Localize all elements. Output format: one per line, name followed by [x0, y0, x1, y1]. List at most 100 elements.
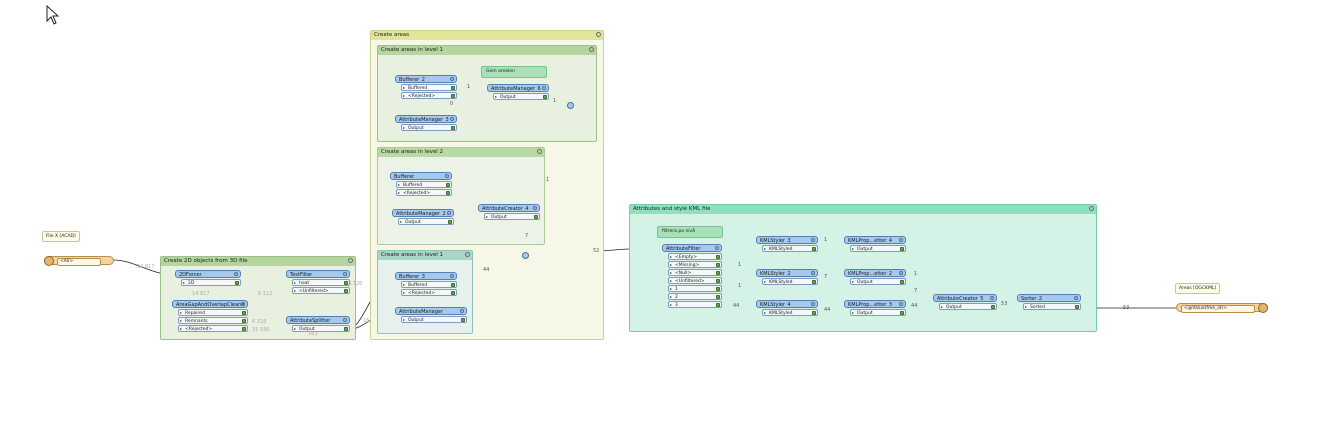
transformer-bufferer-2[interactable]: Bufferer_2 Buffered <Rejected> [395, 75, 457, 99]
output-port[interactable]: KMLStyled [762, 278, 818, 285]
transformer-title[interactable]: KMLProp...etter_2 [844, 269, 906, 277]
transformer-sorter-2[interactable]: Sorter_2 Sorted [1017, 294, 1081, 310]
transformer-attributecreator-5[interactable]: AttributeCreator_5 Output [933, 294, 997, 310]
transformer-attributesplitter[interactable]: AttributeSplitter Output [286, 316, 350, 332]
transformer-title[interactable]: AreaGapAndOverlapCleane [172, 300, 248, 308]
gear-icon[interactable] [899, 271, 903, 275]
transformer-kmlpropertysetter-4[interactable]: KMLProp...etter_4 Output [844, 236, 906, 252]
gear-icon[interactable] [899, 238, 903, 242]
gear-icon[interactable] [450, 274, 454, 278]
output-port[interactable]: Remnants [178, 317, 248, 324]
gear-icon[interactable] [811, 271, 815, 275]
inspect-icon[interactable] [715, 286, 720, 291]
inspect-icon[interactable] [715, 270, 720, 275]
transformer-title[interactable]: Bufferer [390, 172, 452, 180]
transformer-title[interactable]: AttributeManager_6 [487, 84, 549, 92]
inspect-icon[interactable] [447, 219, 452, 224]
inspect-icon[interactable] [241, 326, 246, 331]
gear-icon[interactable] [241, 302, 245, 306]
gear-icon[interactable] [343, 272, 347, 276]
output-port[interactable]: <Rejected> [178, 325, 248, 332]
transformer-title[interactable]: AttributeCreator_4 [478, 204, 540, 212]
inspect-icon[interactable] [715, 294, 720, 299]
gear-icon[interactable] [533, 206, 537, 210]
output-port[interactable]: Output [484, 213, 540, 220]
output-port[interactable]: <Missing> [668, 261, 722, 268]
transformer-areagap[interactable]: AreaGapAndOverlapCleane Repaired Remnant… [172, 300, 248, 332]
output-port[interactable]: KMLStyled [762, 309, 818, 316]
transformer-attributemanager-2[interactable]: AttributeManager_2 Output [392, 209, 454, 225]
output-port[interactable]: <Rejected> [396, 189, 452, 196]
collapse-icon[interactable] [589, 47, 594, 52]
transformer-kmlstyler-2[interactable]: KMLStyler_2 KMLStyled [756, 269, 818, 285]
gear-icon[interactable] [715, 246, 719, 250]
output-port[interactable]: Output [939, 303, 997, 310]
output-port[interactable]: Output [850, 309, 906, 316]
transformer-title[interactable]: AttributeManager_3 [395, 115, 457, 123]
inspect-icon[interactable] [533, 214, 538, 219]
inspect-icon[interactable] [811, 310, 816, 315]
transformer-kmlstyler-4[interactable]: KMLStyler_4 KMLStyled [756, 300, 818, 316]
collapse-icon[interactable] [537, 149, 542, 154]
bookmark-areas-level-2[interactable]: Create areas in level 2 [377, 147, 545, 245]
transformer-title[interactable]: Bufferer_3 [395, 272, 457, 280]
inspect-icon[interactable] [445, 190, 450, 195]
inspect-icon[interactable] [241, 318, 246, 323]
output-port[interactable]: <Unfiltered> [668, 277, 722, 284]
transformer-title[interactable]: 2DForcer [175, 270, 241, 278]
inspect-icon[interactable] [811, 246, 816, 251]
transformer-title[interactable]: Sorter_2 [1017, 294, 1081, 302]
annotation-filtrera[interactable]: filtrera pa nivå [657, 226, 723, 238]
gear-icon[interactable] [811, 238, 815, 242]
junction[interactable] [567, 102, 574, 109]
inspect-icon[interactable] [715, 302, 720, 307]
transformer-title[interactable]: KMLStyler_2 [756, 269, 818, 277]
output-port[interactable]: KMLStyled [762, 245, 818, 252]
transformer-title[interactable]: AttributeCreator_5 [933, 294, 997, 302]
gear-icon[interactable] [447, 211, 451, 215]
gear-icon[interactable] [445, 174, 449, 178]
gear-icon[interactable] [460, 309, 464, 313]
inspect-icon[interactable] [715, 278, 720, 283]
inspect-icon[interactable] [542, 94, 547, 99]
inspect-icon[interactable] [450, 125, 455, 130]
gear-icon[interactable] [343, 318, 347, 322]
output-port[interactable]: 2 [668, 293, 722, 300]
inspect-icon[interactable] [343, 280, 348, 285]
gear-icon[interactable] [899, 302, 903, 306]
transformer-kmlpropertysetter-2[interactable]: KMLProp...etter_2 Output [844, 269, 906, 285]
reader-feature-type[interactable]: <All> [44, 256, 114, 266]
inspect-icon[interactable] [899, 279, 904, 284]
transformer-title[interactable]: TestFilter [286, 270, 350, 278]
output-port[interactable]: 2D [181, 279, 241, 286]
transformer-attributecreator-4[interactable]: AttributeCreator_4 Output [478, 204, 540, 220]
junction[interactable] [522, 252, 529, 259]
gear-icon[interactable] [234, 272, 238, 276]
output-port[interactable]: Output [292, 325, 350, 332]
inspect-icon[interactable] [899, 310, 904, 315]
transformer-title[interactable]: Bufferer_2 [395, 75, 457, 83]
inspect-icon[interactable] [450, 290, 455, 295]
output-port[interactable]: 1 [668, 285, 722, 292]
inspect-icon[interactable] [1074, 304, 1079, 309]
inspect-icon[interactable] [450, 93, 455, 98]
inspect-icon[interactable] [445, 182, 450, 187]
inspect-icon[interactable] [234, 280, 239, 285]
inspect-icon[interactable] [450, 282, 455, 287]
transformer-title[interactable]: KMLProp...etter_3 [844, 300, 906, 308]
transformer-title[interactable]: KMLProp...etter_4 [844, 236, 906, 244]
output-port[interactable]: <Rejected> [401, 92, 457, 99]
collapse-icon[interactable] [1089, 206, 1094, 211]
gear-icon[interactable] [811, 302, 815, 306]
transformer-2dforcer[interactable]: 2DForcer 2D [175, 270, 241, 286]
reader-port[interactable]: <All> [57, 257, 101, 266]
output-port[interactable]: Output [401, 124, 457, 131]
transformer-kmlpropertysetter-3[interactable]: KMLProp...etter_3 Output [844, 300, 906, 316]
transformer-bufferer-3[interactable]: Bufferer_3 Buffered <Rejected> [395, 272, 457, 296]
output-port[interactable]: Output [850, 278, 906, 285]
inspect-icon[interactable] [241, 310, 246, 315]
transformer-title[interactable]: AttributeSplitter [286, 316, 350, 324]
output-port[interactable]: hoat [292, 279, 350, 286]
gear-icon[interactable] [450, 77, 454, 81]
transformer-attributemanager-3[interactable]: AttributeManager_3 Output [395, 115, 457, 131]
